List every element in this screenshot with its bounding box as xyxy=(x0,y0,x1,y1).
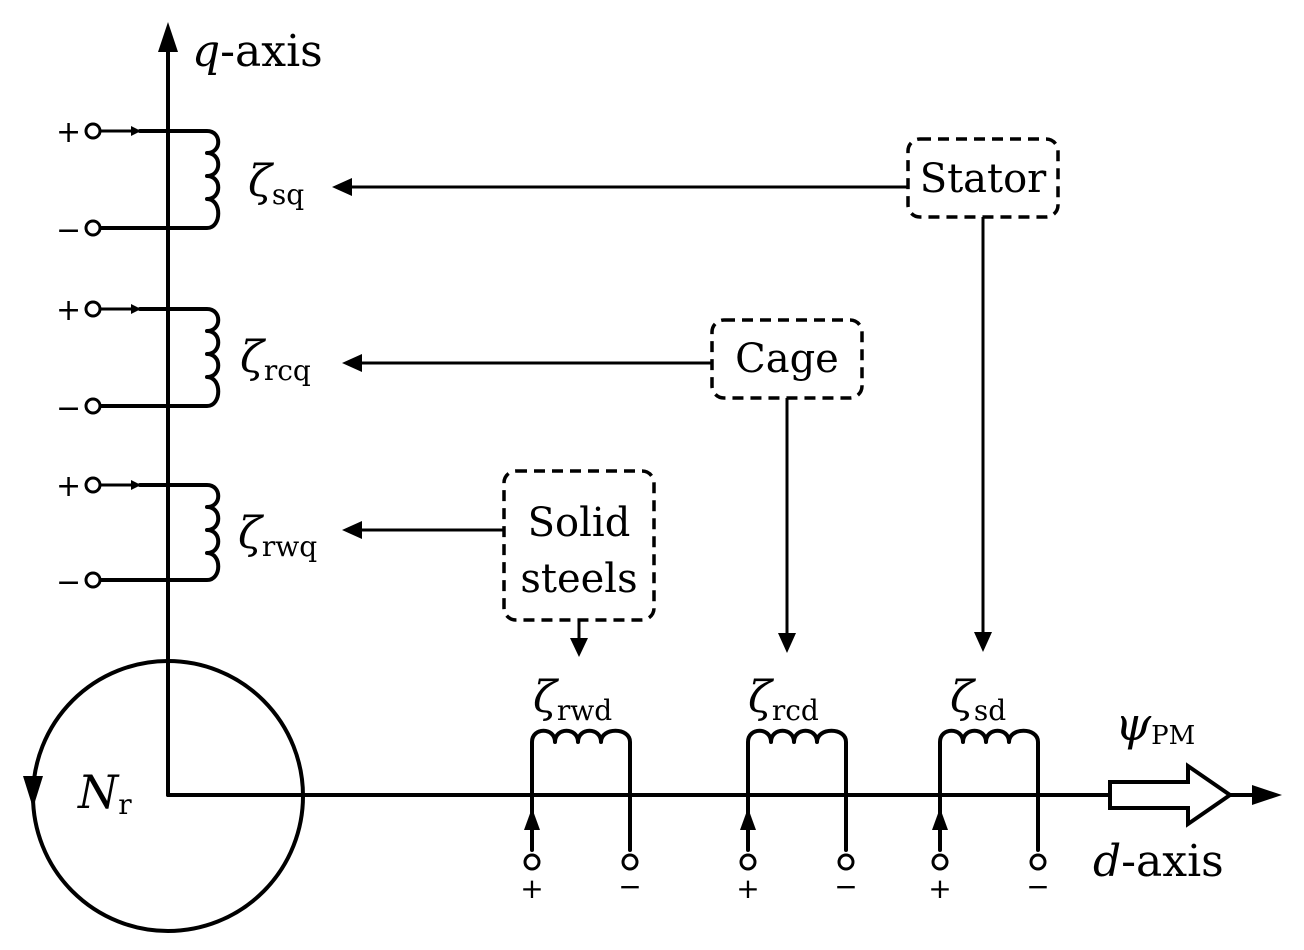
arrow-rwd xyxy=(524,808,540,830)
terminal-minus-rcq: − xyxy=(56,391,81,426)
coil-sd xyxy=(938,728,1040,852)
terminal-sd-minus xyxy=(1029,853,1047,871)
rotor-rotation: Nr xyxy=(23,659,305,933)
terminal-minus-rwd: − xyxy=(618,870,641,903)
terminal-rwq-minus xyxy=(84,571,102,589)
arrow-stator-to-sd xyxy=(974,632,992,652)
terminal-minus-sq: − xyxy=(56,213,81,248)
winding-rwd: ζrwd + − xyxy=(520,672,641,905)
stator-label: Stator xyxy=(920,156,1047,202)
terminal-minus-sd: − xyxy=(1026,870,1049,903)
label-zeta-rcq: ζrcq xyxy=(240,332,311,387)
rotation-label: Nr xyxy=(77,765,132,821)
winding-sd: ζsd + − xyxy=(928,672,1049,905)
pm-flux: ψPM xyxy=(1108,697,1234,828)
rotation-arrow xyxy=(23,776,43,808)
terminal-sq-minus xyxy=(84,219,102,237)
d-axis-arrowhead xyxy=(1252,785,1282,805)
coil-rcq xyxy=(98,307,221,408)
terminal-rcd-plus xyxy=(739,853,757,871)
terminal-rwd-plus xyxy=(523,853,541,871)
label-zeta-sd: ζsd xyxy=(950,672,1006,727)
d-axis: d-axis xyxy=(166,785,1282,887)
arrow-rcd xyxy=(740,808,756,830)
terminal-sd-plus xyxy=(931,853,949,871)
terminal-plus-rwd: + xyxy=(520,872,543,905)
q-axis-label: q-axis xyxy=(192,26,323,77)
winding-rcd: ζrcd + − xyxy=(736,672,857,905)
terminal-sq-plus xyxy=(84,122,102,140)
source-solid-steels: Solid steels xyxy=(342,469,656,657)
label-zeta-rwd: ζrwd xyxy=(533,672,612,727)
arrow-stator-to-sq xyxy=(332,178,352,196)
terminal-rcq-minus xyxy=(84,397,102,415)
q-axis: q-axis xyxy=(158,22,323,797)
coil-sq xyxy=(98,129,221,230)
winding-rwq: + − ζrwq xyxy=(56,469,317,600)
coil-rwq xyxy=(98,483,221,582)
arrow-cage-to-rcq xyxy=(342,354,362,372)
q-axis-arrowhead xyxy=(158,22,178,52)
terminal-rwd-minus xyxy=(621,853,639,871)
coil-rwd xyxy=(530,728,632,852)
source-cage: Cage xyxy=(342,318,864,653)
terminal-rwq-plus xyxy=(84,476,102,494)
terminal-rcq-plus xyxy=(84,300,102,318)
arrow-solid-to-rwd xyxy=(570,638,588,657)
terminal-plus-rwq: + xyxy=(56,469,81,504)
winding-sq: + − ζsq xyxy=(56,115,304,248)
arrow-cage-to-rcd xyxy=(778,633,796,653)
arrow-sd xyxy=(932,808,948,830)
terminal-minus-rcd: − xyxy=(834,870,857,903)
cage-label: Cage xyxy=(735,336,839,382)
terminal-plus-sq: + xyxy=(56,115,81,150)
terminal-plus-rcd: + xyxy=(736,872,759,905)
terminal-plus-sd: + xyxy=(928,872,951,905)
label-zeta-rwq: ζrwq xyxy=(238,508,317,563)
terminal-rcd-minus xyxy=(837,853,855,871)
label-zeta-rcd: ζrcd xyxy=(748,672,819,727)
solid-steels-label-line2: steels xyxy=(520,556,637,602)
d-axis-label: d-axis xyxy=(1093,836,1224,887)
label-psi-pm: ψPM xyxy=(1115,697,1195,751)
terminal-minus-rwq: − xyxy=(56,565,81,600)
solid-steels-label-line1: Solid xyxy=(528,500,631,546)
pm-flux-hollow-arrow xyxy=(1108,762,1234,828)
coil-rcd xyxy=(746,728,848,852)
winding-rcq: + − ζrcq xyxy=(56,293,311,426)
arrow-solid-to-rwq xyxy=(342,521,362,539)
source-stator: Stator xyxy=(332,137,1060,652)
terminal-plus-rcq: + xyxy=(56,293,81,328)
label-zeta-sq: ζsq xyxy=(248,156,304,211)
